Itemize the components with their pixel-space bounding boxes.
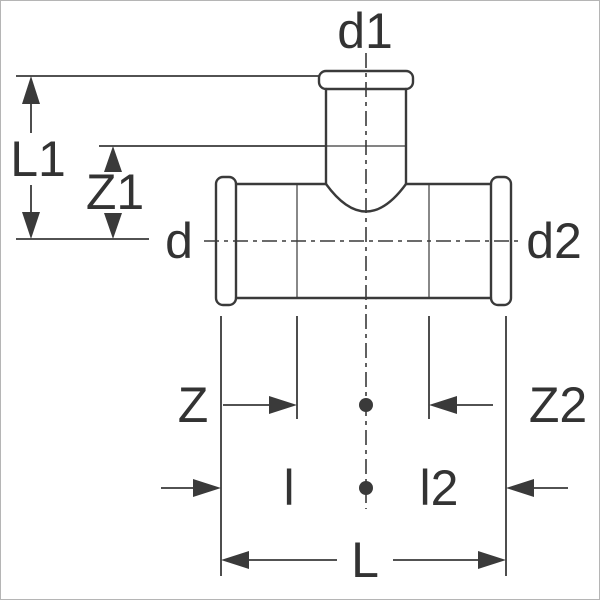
arrowhead-left-icon	[429, 396, 457, 414]
tee-fitting	[214, 69, 513, 307]
label-l: l	[283, 460, 294, 516]
arrowhead-up-icon	[104, 146, 122, 172]
centerlines	[204, 53, 523, 509]
dim-d1: d1	[337, 3, 393, 59]
dim-Z1: Z1	[86, 146, 144, 239]
dim-L1: L1	[10, 76, 66, 239]
dim-L: L	[221, 532, 506, 588]
label-L: L	[351, 532, 379, 588]
arrowhead-left-icon	[506, 479, 534, 497]
arrowhead-down-icon	[22, 212, 40, 239]
dim-Z: Z	[178, 377, 297, 433]
label-Z1: Z1	[86, 164, 144, 220]
arrowhead-up-icon	[22, 76, 40, 104]
label-l2: l2	[420, 460, 459, 516]
arrowhead-right-icon	[193, 479, 221, 497]
axis-reference-dot-lower	[359, 481, 373, 495]
arrowhead-left-icon	[221, 551, 249, 569]
label-Z: Z	[178, 377, 209, 433]
arrowhead-right-icon	[478, 551, 506, 569]
arrowhead-down-icon	[104, 213, 122, 239]
dim-Z2: Z2	[429, 377, 587, 433]
dim-d: d	[165, 213, 193, 269]
label-d1: d1	[337, 3, 393, 59]
axis-reference-dot-upper	[359, 398, 373, 412]
extension-lines	[16, 75, 507, 576]
dim-l2: l2	[420, 460, 568, 516]
label-d: d	[165, 213, 193, 269]
arrowhead-right-icon	[269, 396, 297, 414]
label-L1: L1	[10, 131, 66, 187]
dim-l: l	[161, 460, 295, 516]
label-d2: d2	[526, 213, 582, 269]
label-Z2: Z2	[529, 377, 587, 433]
dim-d2: d2	[526, 213, 582, 269]
